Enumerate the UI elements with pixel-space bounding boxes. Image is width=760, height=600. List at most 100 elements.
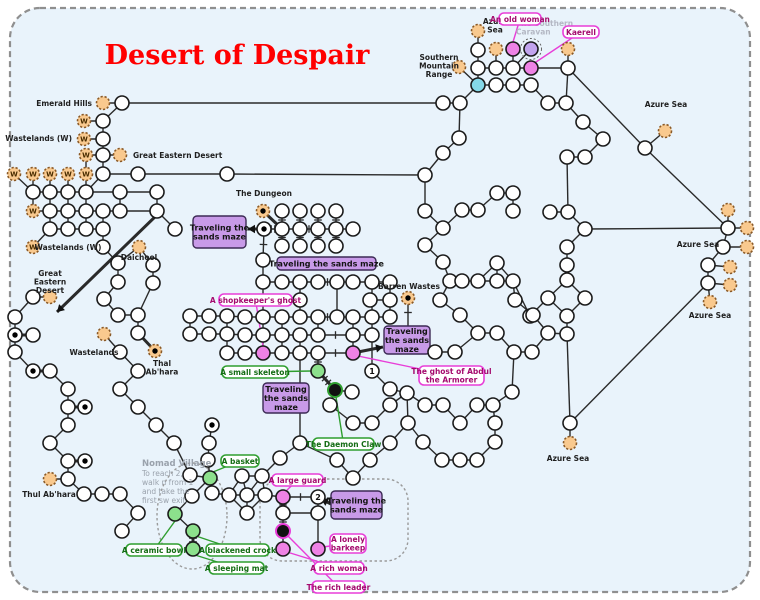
exit-node[interactable]: W bbox=[76, 113, 92, 129]
numbered-room-node[interactable]: 1 bbox=[364, 363, 380, 379]
room-node[interactable] bbox=[94, 486, 110, 502]
exit-node[interactable] bbox=[42, 289, 58, 305]
room-node[interactable] bbox=[452, 95, 468, 111]
room-node[interactable] bbox=[78, 203, 94, 219]
room-node[interactable] bbox=[505, 273, 521, 289]
one-way-room-node[interactable] bbox=[77, 453, 93, 469]
room-node[interactable] bbox=[42, 184, 58, 200]
npc-node[interactable] bbox=[310, 541, 326, 557]
room-node[interactable] bbox=[130, 505, 146, 521]
room-node[interactable] bbox=[95, 147, 111, 163]
room-node[interactable] bbox=[559, 272, 575, 288]
room-node[interactable] bbox=[470, 273, 486, 289]
exit-node[interactable]: W bbox=[25, 239, 41, 255]
room-node[interactable] bbox=[42, 221, 58, 237]
room-node[interactable] bbox=[182, 308, 198, 324]
room-node[interactable] bbox=[540, 290, 556, 306]
room-node[interactable] bbox=[328, 203, 344, 219]
item-node[interactable] bbox=[185, 523, 201, 539]
room-node[interactable] bbox=[435, 397, 451, 413]
room-node[interactable] bbox=[559, 149, 575, 165]
room-node[interactable] bbox=[345, 327, 361, 343]
room-node[interactable] bbox=[485, 397, 501, 413]
room-node[interactable] bbox=[575, 114, 591, 130]
room-node[interactable] bbox=[149, 184, 165, 200]
room-node[interactable] bbox=[257, 487, 273, 503]
room-node[interactable] bbox=[523, 77, 539, 93]
room-node[interactable] bbox=[435, 145, 451, 161]
room-node[interactable] bbox=[362, 452, 378, 468]
room-node[interactable] bbox=[219, 345, 235, 361]
room-node[interactable] bbox=[505, 203, 521, 219]
room-node[interactable] bbox=[219, 326, 235, 342]
room-node[interactable] bbox=[60, 417, 76, 433]
room-node[interactable] bbox=[577, 221, 593, 237]
exit-node[interactable] bbox=[739, 220, 755, 236]
room-node[interactable] bbox=[345, 415, 361, 431]
room-node[interactable] bbox=[166, 435, 182, 451]
room-node[interactable] bbox=[435, 95, 451, 111]
room-node[interactable] bbox=[310, 238, 326, 254]
npc-node[interactable] bbox=[523, 60, 539, 76]
room-node[interactable] bbox=[577, 149, 593, 165]
room-node[interactable] bbox=[78, 221, 94, 237]
room-node[interactable] bbox=[489, 273, 505, 289]
room-node[interactable] bbox=[95, 166, 111, 182]
exit-node[interactable] bbox=[560, 41, 576, 57]
exit-node[interactable]: W bbox=[60, 166, 76, 182]
exit-node[interactable]: W bbox=[42, 166, 58, 182]
room-node[interactable] bbox=[559, 239, 575, 255]
room-node[interactable] bbox=[274, 345, 290, 361]
dark-room-node[interactable] bbox=[275, 523, 291, 539]
special-node[interactable] bbox=[470, 77, 486, 93]
room-node[interactable] bbox=[469, 452, 485, 468]
exit-node[interactable] bbox=[95, 95, 111, 111]
room-node[interactable] bbox=[292, 435, 308, 451]
exit-node[interactable] bbox=[147, 343, 163, 359]
room-node[interactable] bbox=[400, 415, 416, 431]
exit-node[interactable] bbox=[722, 259, 738, 275]
room-node[interactable] bbox=[310, 505, 326, 521]
room-node[interactable] bbox=[328, 238, 344, 254]
room-node[interactable] bbox=[182, 467, 198, 483]
room-node[interactable] bbox=[432, 292, 448, 308]
one-way-room-node[interactable] bbox=[204, 417, 220, 433]
item-node[interactable] bbox=[167, 506, 183, 522]
one-way-room-node[interactable] bbox=[7, 327, 23, 343]
room-node[interactable] bbox=[239, 487, 255, 503]
room-node[interactable] bbox=[364, 274, 380, 290]
room-node[interactable] bbox=[525, 307, 541, 323]
room-node[interactable] bbox=[447, 344, 463, 360]
numbered-room-node[interactable]: 2 bbox=[310, 489, 326, 505]
exit-node[interactable]: W bbox=[76, 131, 92, 147]
room-node[interactable] bbox=[95, 203, 111, 219]
room-node[interactable] bbox=[96, 291, 112, 307]
room-node[interactable] bbox=[382, 292, 398, 308]
room-node[interactable] bbox=[435, 254, 451, 270]
room-node[interactable] bbox=[382, 274, 398, 290]
room-node[interactable] bbox=[487, 415, 503, 431]
room-node[interactable] bbox=[60, 381, 76, 397]
room-node[interactable] bbox=[454, 202, 470, 218]
room-node[interactable] bbox=[328, 221, 344, 237]
exit-node[interactable]: W bbox=[78, 166, 94, 182]
room-node[interactable] bbox=[345, 309, 361, 325]
exit-node[interactable] bbox=[488, 41, 504, 57]
room-node[interactable] bbox=[310, 345, 326, 361]
item-node[interactable] bbox=[202, 470, 218, 486]
room-node[interactable] bbox=[112, 203, 128, 219]
room-node[interactable] bbox=[345, 221, 361, 237]
room-node[interactable] bbox=[364, 415, 380, 431]
exit-node[interactable]: W bbox=[25, 203, 41, 219]
room-node[interactable] bbox=[417, 237, 433, 253]
room-node[interactable] bbox=[345, 274, 361, 290]
room-node[interactable] bbox=[149, 203, 165, 219]
room-node[interactable] bbox=[382, 309, 398, 325]
room-node[interactable] bbox=[255, 309, 271, 325]
room-node[interactable] bbox=[78, 184, 94, 200]
room-node[interactable] bbox=[452, 452, 468, 468]
room-node[interactable] bbox=[364, 327, 380, 343]
room-node[interactable] bbox=[42, 363, 58, 379]
room-node[interactable] bbox=[417, 167, 433, 183]
room-node[interactable] bbox=[542, 204, 558, 220]
